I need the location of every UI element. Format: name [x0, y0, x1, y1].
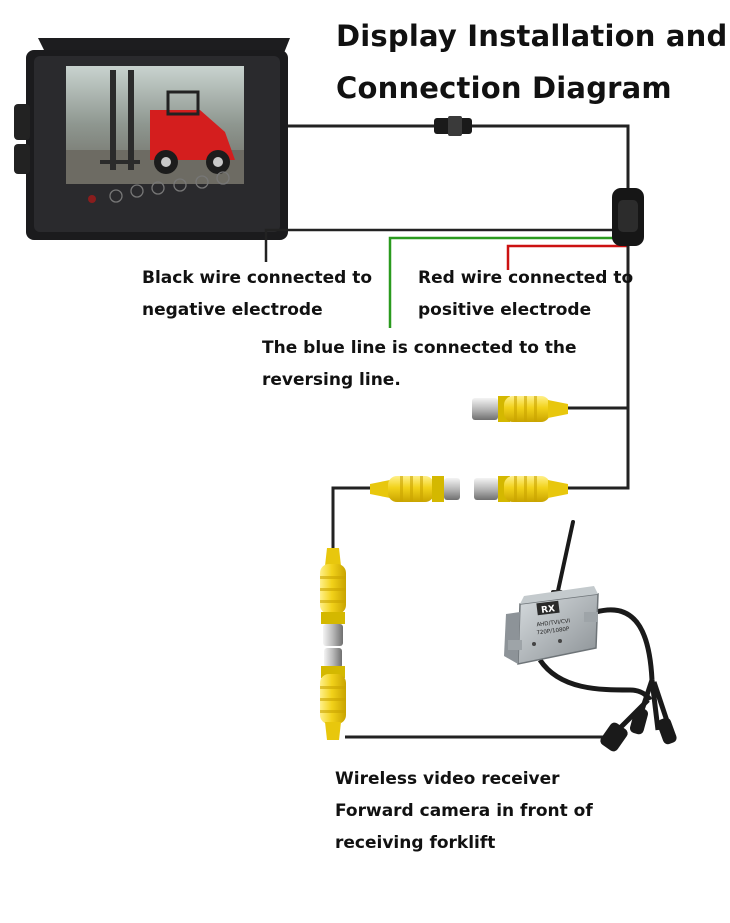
label-receiver-line-3: receiving forklift [335, 833, 496, 853]
diagram-title-line-2: Connection Diagram [336, 71, 672, 105]
red-wire [506, 244, 628, 270]
label-receiver-line-1: Wireless video receiver [335, 769, 560, 789]
receiver-badge: RX [541, 604, 556, 616]
label-blue-line-line-1: The blue line is connected to the [262, 338, 577, 358]
left-video-cable [331, 486, 376, 548]
receiver-model: AHD/TVI/CVI [536, 618, 571, 628]
label-red-wire-line-1: Red wire connected to [418, 268, 634, 288]
junction-connector [612, 188, 644, 246]
label-black-wire-line-2: negative electrode [142, 300, 323, 320]
video-cable-2 [566, 408, 630, 490]
diagram-title-line-1: Display Installation and [336, 19, 728, 53]
rca-connector-vertical-bottom [320, 648, 346, 740]
receiver-resolution: 720P/1080P [536, 626, 570, 636]
monitor [14, 38, 290, 240]
rca-connector-top [472, 396, 568, 422]
rca-connector-right [474, 476, 568, 502]
black-wire [264, 228, 628, 262]
green-wire [388, 236, 628, 328]
label-red-wire-line-2: positive electrode [418, 300, 592, 320]
label-receiver-line-2: Forward camera in front of [335, 801, 593, 821]
wireless-receiver: RX AHD/TVI/CVI 720P/1080P [504, 520, 677, 752]
inline-connector [434, 116, 472, 136]
main-cable [288, 124, 630, 188]
rca-connector-vertical-top [320, 548, 346, 646]
antenna [554, 520, 575, 602]
wires [264, 124, 630, 739]
rca-connector-left [370, 476, 460, 502]
label-blue-line-line-2: reversing line. [262, 370, 401, 390]
label-black-wire-line-1: Black wire connected to [142, 268, 373, 288]
